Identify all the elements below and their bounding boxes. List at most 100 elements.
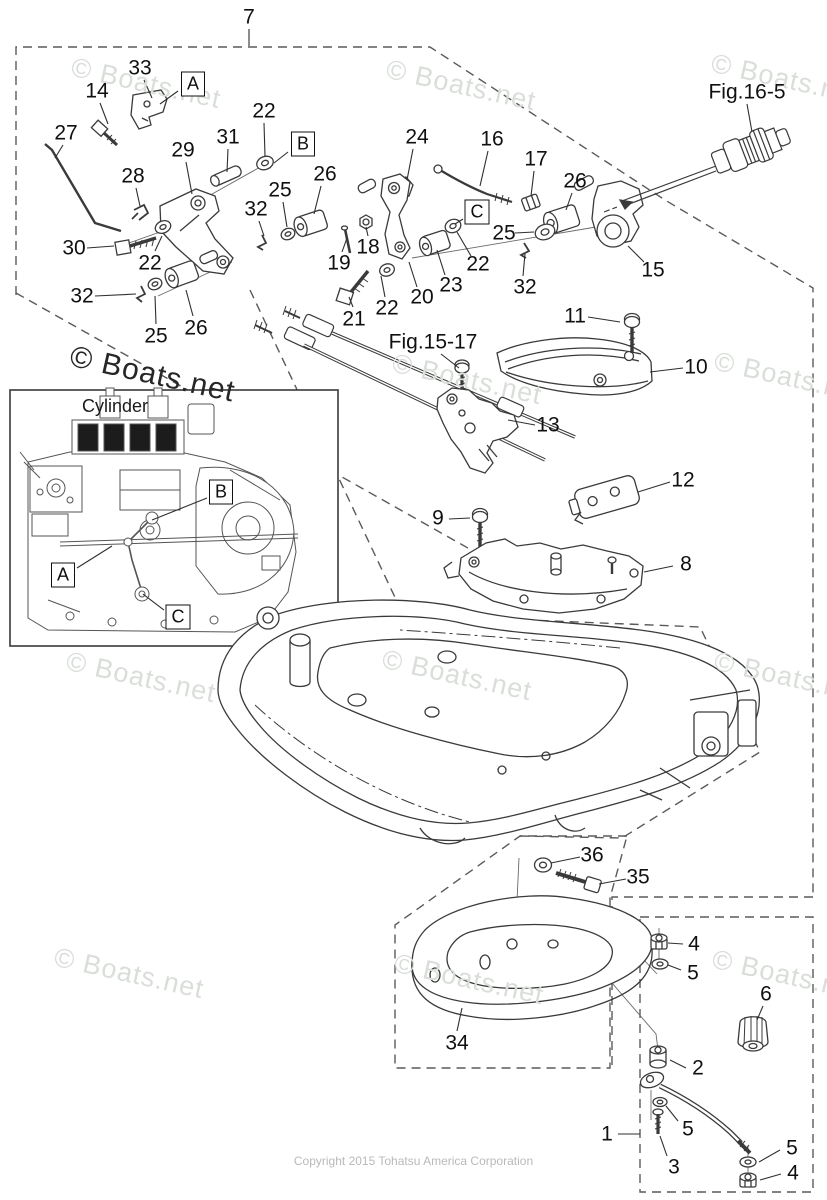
part-4-nut — [739, 1172, 757, 1188]
leader-line-Fig.15-17 — [440, 353, 460, 369]
part-5-washer — [739, 1156, 757, 1168]
part-32-clip — [135, 285, 147, 303]
part-callout-31: 31 — [216, 125, 240, 149]
ref-letter-A: A — [180, 71, 206, 97]
leader-line-18 — [365, 226, 369, 237]
leader-line-26 — [565, 192, 573, 211]
leader-line-34 — [456, 1007, 463, 1032]
part-callout-1: 1 — [601, 1122, 613, 1146]
leader-line-25 — [154, 295, 157, 325]
leader-line-11 — [587, 316, 621, 323]
part-25-washer — [280, 227, 296, 241]
part-callout-17: 17 — [524, 147, 548, 171]
leader-line-4 — [759, 1173, 782, 1181]
bottom-cowl — [217, 599, 760, 845]
part-callout-32: 32 — [513, 275, 537, 299]
part-25-washer — [534, 223, 556, 241]
leader-line-C — [454, 218, 464, 225]
part-callout-15: 15 — [641, 258, 665, 282]
part-27-rod — [44, 143, 122, 233]
part-6-grommet — [737, 1016, 769, 1052]
part-9-bolt — [471, 507, 489, 548]
part-callout-16: 16 — [480, 127, 504, 151]
part-22-washer — [379, 263, 395, 277]
leader-line-26 — [185, 289, 194, 317]
leader-line-14 — [99, 102, 109, 125]
part-23-roller — [418, 229, 451, 257]
leader-line-22 — [263, 122, 266, 157]
part-callout-12: 12 — [671, 468, 695, 492]
part-callout-27: 27 — [54, 121, 78, 145]
part-17-nut — [521, 193, 541, 212]
part-13-arm — [436, 387, 519, 474]
leader-line-B — [273, 151, 289, 164]
part-callout-18: 18 — [356, 235, 380, 259]
leader-line-5 — [665, 1105, 679, 1122]
ref-letter-C: C — [165, 604, 191, 630]
part-26-roller — [164, 260, 200, 289]
part-callout-11: 11 — [564, 304, 586, 328]
leader-line-5 — [758, 1149, 781, 1163]
leader-line-23 — [436, 249, 446, 276]
leader-line-32 — [522, 253, 526, 277]
part-15-arm — [573, 175, 644, 248]
part-19-pin — [340, 225, 352, 254]
leader-line-3 — [659, 1135, 668, 1157]
leader-line-22 — [456, 231, 472, 257]
part-34-mount — [411, 895, 653, 1020]
part-callout-19: 19 — [327, 251, 351, 275]
part-29-lever — [159, 188, 234, 275]
leader-line-10 — [649, 367, 684, 373]
part-callout-28: 28 — [121, 164, 145, 188]
part-1-rod — [639, 1071, 752, 1155]
part-25-washer — [147, 277, 163, 291]
ref-letter-B: B — [290, 131, 316, 157]
bottom-right-outer-box — [611, 896, 813, 1065]
lower-linkage-parts — [436, 312, 653, 614]
part-callout-2: 2 — [692, 1056, 704, 1080]
part-callout-25: 25 — [492, 221, 516, 245]
leader-line-26 — [313, 185, 322, 215]
part-callout-32: 32 — [244, 197, 268, 221]
ref-letter-A: A — [50, 562, 76, 588]
part-callout-22: 22 — [252, 99, 276, 123]
part-callout-35: 35 — [626, 865, 650, 889]
part-callout-8: 8 — [680, 552, 692, 576]
dashed-boundaries — [15, 46, 814, 1193]
part-callout-26: 26 — [313, 162, 337, 186]
leader-line-33 — [143, 79, 153, 99]
part-callout-30: 30 — [62, 236, 86, 260]
part-callout-20: 20 — [410, 285, 434, 309]
part-callout-13: 13 — [536, 413, 560, 437]
leader-line-22 — [154, 235, 163, 252]
part-callout-9: 9 — [432, 506, 444, 530]
part-callout-22: 22 — [375, 296, 399, 320]
ref-letter-C: C — [464, 199, 490, 225]
part-28-clip — [131, 203, 150, 221]
part-32-clip — [256, 234, 268, 251]
part-12-block — [568, 475, 640, 525]
leader-line-9 — [448, 517, 471, 520]
mount-parts — [411, 857, 653, 1020]
copyright-text: Copyright 2015 Tohatsu America Corporati… — [293, 1154, 534, 1168]
leader-line-35 — [598, 878, 627, 885]
leader-line-B — [151, 497, 208, 521]
part-18-nut — [359, 214, 373, 230]
part-31-pin — [209, 165, 242, 187]
part-4-nut — [650, 933, 668, 950]
leader-line-4 — [667, 942, 684, 945]
part-callout-32: 32 — [70, 284, 94, 308]
leader-line-20 — [408, 261, 418, 288]
cylinder-inset-title: Cylinder — [82, 396, 149, 416]
part-16-rod — [433, 164, 513, 206]
dashed-leader-2 — [249, 289, 401, 609]
part-callout-33: 33 — [128, 56, 152, 80]
part-callout-26: 26 — [563, 169, 587, 193]
part-callout-29: 29 — [171, 138, 195, 162]
part-callout-14: 14 — [85, 79, 109, 103]
leader-line-13 — [507, 419, 536, 426]
fig16-5-connector — [603, 127, 791, 213]
leader-line-30 — [86, 245, 115, 249]
